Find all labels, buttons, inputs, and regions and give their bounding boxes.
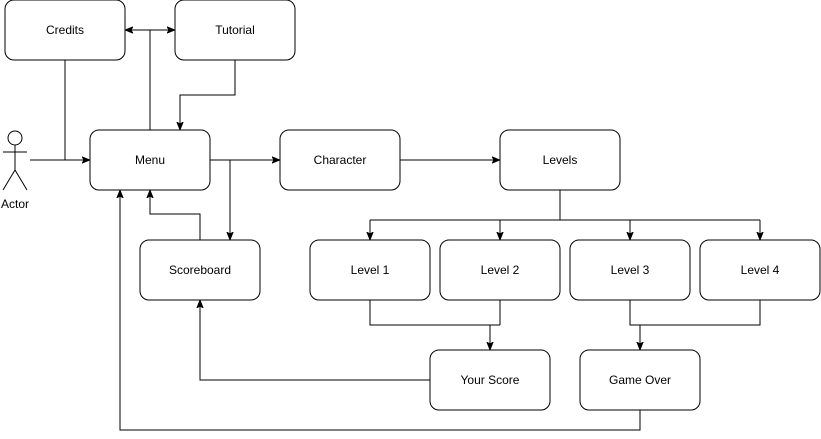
node-menu[interactable]: Menu — [89, 129, 211, 191]
node-tutorial-label: Tutorial — [215, 23, 255, 37]
node-game-over[interactable]: Game Over — [579, 349, 701, 411]
node-tutorial[interactable]: Tutorial — [174, 0, 296, 61]
node-character[interactable]: Character — [279, 129, 401, 191]
node-character-label: Character — [314, 153, 367, 167]
node-level-1[interactable]: Level 1 — [309, 239, 431, 301]
edge-your-score-to-scoreboard — [200, 300, 430, 381]
node-level-2-label: Level 2 — [481, 263, 520, 277]
node-game-over-label: Game Over — [609, 373, 671, 387]
edge-level1-level2-to-your-score — [369, 300, 501, 350]
actor-body — [2, 145, 28, 191]
node-credits[interactable]: Credits — [4, 0, 126, 61]
node-level-2[interactable]: Level 2 — [439, 239, 561, 301]
edge-level3-level4-to-game-over — [629, 300, 761, 350]
node-credits-label: Credits — [46, 23, 84, 37]
node-your-score[interactable]: Your Score — [429, 349, 551, 411]
edge-scoreboard-to-menu — [150, 190, 201, 240]
node-scoreboard[interactable]: Scoreboard — [139, 239, 261, 301]
node-levels-label: Levels — [543, 153, 578, 167]
node-scoreboard-label: Scoreboard — [169, 263, 231, 277]
node-level-1-label: Level 1 — [351, 263, 390, 277]
edge-game-over-to-menu — [120, 190, 641, 431]
actor-head — [7, 130, 23, 146]
actor-label: Actor — [1, 197, 29, 211]
node-your-score-label: Your Score — [461, 373, 520, 387]
node-level-4[interactable]: Level 4 — [699, 239, 821, 301]
edge-levels-trunk — [370, 190, 760, 221]
edges — [30, 30, 761, 431]
node-level-4-label: Level 4 — [741, 263, 780, 277]
edge-tutorial-to-menu — [180, 60, 236, 130]
actor-figure — [2, 130, 28, 191]
node-level-3[interactable]: Level 3 — [569, 239, 691, 301]
node-level-3-label: Level 3 — [611, 263, 650, 277]
node-menu-label: Menu — [135, 153, 165, 167]
node-levels[interactable]: Levels — [499, 129, 621, 191]
edge-menu-to-credits — [125, 30, 151, 130]
